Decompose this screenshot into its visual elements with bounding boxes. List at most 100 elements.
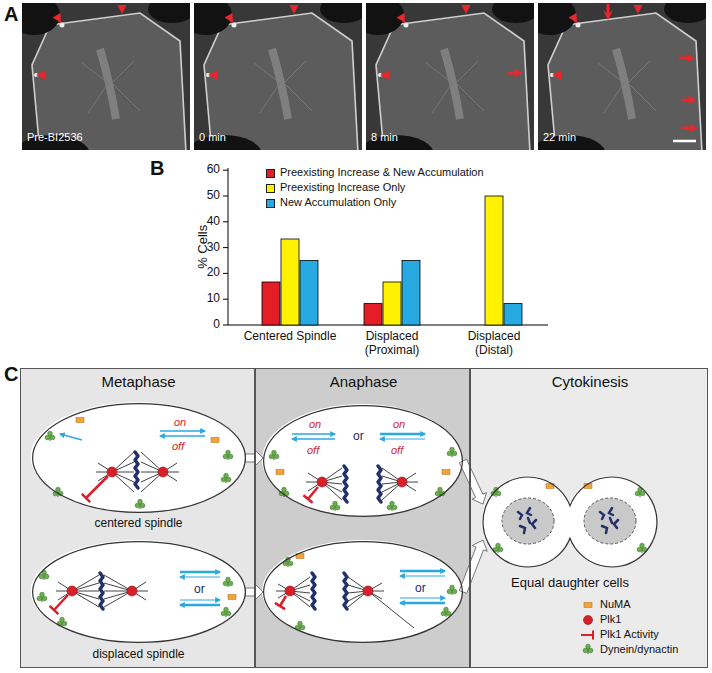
art-shape	[285, 586, 295, 596]
art-shape	[682, 123, 698, 133]
rate-label: on	[393, 418, 405, 431]
outline-shape	[32, 403, 246, 513]
category-label: Displaced (Proximal)	[352, 329, 432, 358]
legend-text: Preexisting Increase & New Accumulation	[280, 166, 484, 179]
art-shape	[673, 140, 696, 143]
stage-heading: Anaphase	[256, 373, 471, 391]
art-shape	[225, 13, 237, 25]
stage-panel: Metaphase on off centered spindle ordisplace…	[20, 368, 255, 668]
art-shape	[290, 5, 299, 14]
model-schematic	[20, 368, 708, 668]
art-shape	[221, 473, 231, 483]
tick-label: 0	[196, 317, 220, 331]
legend-text: Preexisting Increase Only	[280, 181, 405, 194]
art-shape	[462, 5, 471, 14]
legend-text: New Accumulation Only	[280, 196, 396, 209]
art-shape	[363, 586, 373, 596]
art-shape	[262, 196, 522, 325]
art-shape	[8, 0, 196, 175]
panel-letter: B	[150, 156, 164, 180]
cell-outline: onoffcentered spindle	[32, 403, 246, 513]
art-shape	[584, 603, 592, 608]
legend-text: Plk1	[600, 613, 621, 626]
art-shape	[76, 418, 84, 423]
art-shape	[397, 13, 409, 25]
art-shape	[635, 487, 645, 497]
art-shape	[364, 304, 382, 325]
art-shape	[380, 433, 425, 436]
art-shape	[581, 631, 593, 640]
time-label: Pre-BI2536	[27, 131, 83, 144]
art-shape	[37, 592, 47, 602]
art-shape	[255, 368, 470, 668]
cell-caption: centered spindle	[32, 516, 246, 530]
rate-label: off	[307, 444, 319, 457]
art-shape	[387, 501, 397, 511]
art-shape	[569, 13, 581, 25]
art-shape	[96, 452, 179, 492]
art-shape	[180, 572, 220, 605]
art-shape	[507, 68, 523, 78]
art-shape	[262, 282, 280, 325]
art-shape	[276, 470, 284, 475]
cell-outline: ordisplaced spindle	[32, 541, 246, 643]
art-shape	[223, 577, 233, 587]
outline-path	[264, 406, 463, 517]
art-shape	[228, 595, 236, 600]
rate-label: on	[309, 418, 321, 431]
art-shape	[312, 573, 315, 609]
art-shape	[135, 452, 138, 488]
stage-panel: CytokinesisEqual daughter cells	[470, 368, 708, 668]
or-label: or	[353, 429, 364, 443]
cell-outline: or	[263, 541, 463, 643]
art-shape	[53, 13, 65, 25]
art-shape	[504, 304, 522, 325]
art-shape	[53, 13, 65, 25]
art-shape	[223, 450, 233, 460]
art-shape	[569, 13, 581, 25]
art-shape	[447, 585, 457, 595]
art-shape	[50, 595, 68, 614]
panel-letter: C	[4, 362, 18, 386]
art-shape	[221, 607, 231, 617]
rate-label: off	[172, 440, 184, 453]
art-shape	[491, 487, 501, 497]
rate-label: on	[174, 416, 186, 429]
or-label: or	[194, 582, 205, 596]
art-shape	[400, 571, 445, 603]
art-shape	[583, 644, 593, 654]
art-shape	[20, 368, 255, 668]
legend-swatch	[266, 169, 275, 178]
red-arrowheads	[36, 4, 698, 141]
art-shape	[400, 602, 445, 605]
tick-label: 30	[196, 240, 220, 254]
art-shape	[36, 71, 45, 80]
art-shape	[208, 71, 217, 80]
art-shape	[160, 430, 205, 431]
category-label: Centered Spindle	[235, 329, 345, 343]
tick-label: 40	[196, 214, 220, 228]
art-shape	[60, 434, 82, 440]
bar-chart	[223, 168, 548, 325]
art-shape	[60, 431, 205, 440]
art-shape	[107, 467, 117, 477]
art-shape	[180, 600, 220, 601]
dividing-cell: Equal daughter cells	[483, 477, 657, 567]
art-shape	[300, 261, 318, 326]
art-shape	[118, 5, 127, 14]
rate-label: off	[391, 444, 403, 457]
art-shape	[275, 596, 286, 609]
art-shape	[383, 282, 401, 325]
stage-heading: Cytokinesis	[471, 373, 709, 391]
art-shape	[681, 95, 697, 105]
art-shape	[67, 586, 77, 596]
stage-heading: Metaphase	[21, 373, 256, 391]
or-label: or	[415, 581, 426, 595]
art-shape	[262, 540, 462, 642]
time-label: 0 min	[199, 131, 226, 144]
outline-shape	[32, 541, 246, 643]
art-shape	[682, 123, 698, 133]
art-shape	[380, 71, 389, 80]
legend-text: NuMA	[600, 598, 631, 611]
